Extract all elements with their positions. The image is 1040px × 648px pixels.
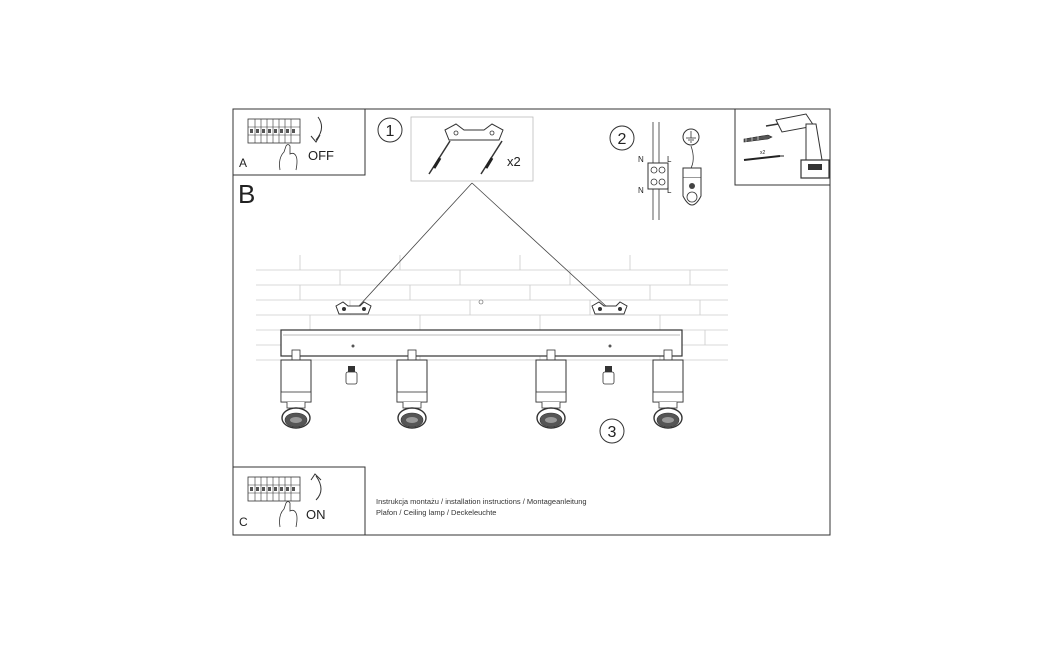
screw-icon [743,155,784,161]
step-1: 1 x2 [377,116,534,182]
terminal-block-icon [647,122,669,220]
step-3-number: 3 [608,424,617,441]
spotlight-icon [396,349,428,429]
mounting-bracket-icon [444,123,504,141]
caption-line-2: Plafon / Ceiling lamp / Deckeleuchte [376,508,497,517]
panel-a: A OFF [232,108,366,176]
spotlight-icon [652,349,684,429]
power-off-label: OFF [308,148,334,163]
spotlight-icon [535,349,567,429]
screw-icon [428,140,451,175]
tools-quantity: x2 [760,150,766,156]
panel-b-letter: B [238,179,255,209]
lamp-base-rail [280,329,683,357]
tools-panel: x2 [734,108,831,186]
ground-icon [682,128,700,146]
cap-screw-icon [345,366,358,385]
screw-icon [480,140,503,175]
neutral-label-bottom: N [638,186,644,195]
arrow-up-icon [315,475,322,501]
mounting-bracket-icon [591,301,628,315]
cable-hole-icon [478,299,484,305]
caption-line-1: Instrukcja montażu / installation instru… [376,497,587,506]
spotlight-icon [280,349,312,429]
step-1-number: 1 [386,123,395,140]
mounting-bracket-icon [335,301,372,315]
step-3: 3 [599,418,625,444]
power-on-label: ON [306,507,326,522]
breaker-box-icon [247,118,301,144]
pointer-line [357,182,473,308]
mounting-kit-box [410,116,534,182]
breaker-box-icon [247,476,301,502]
drill-icon [765,113,830,179]
live-label-top: L [667,155,672,164]
wall-plug-icon [743,134,773,143]
live-label-bottom: L [667,186,672,195]
panel-c-letter: C [239,515,248,529]
neutral-label-top: N [638,155,644,164]
bracket-quantity: x2 [507,154,521,169]
ground-terminal-icon [682,167,702,206]
step-2-number: 2 [618,131,627,148]
arrow-down-icon [315,116,322,141]
panel-c: C ON [232,466,366,536]
panel-a-letter: A [239,156,247,170]
pointer-line [471,182,608,308]
cap-screw-icon [602,366,615,385]
step-2: 2 N L N L [609,122,702,220]
